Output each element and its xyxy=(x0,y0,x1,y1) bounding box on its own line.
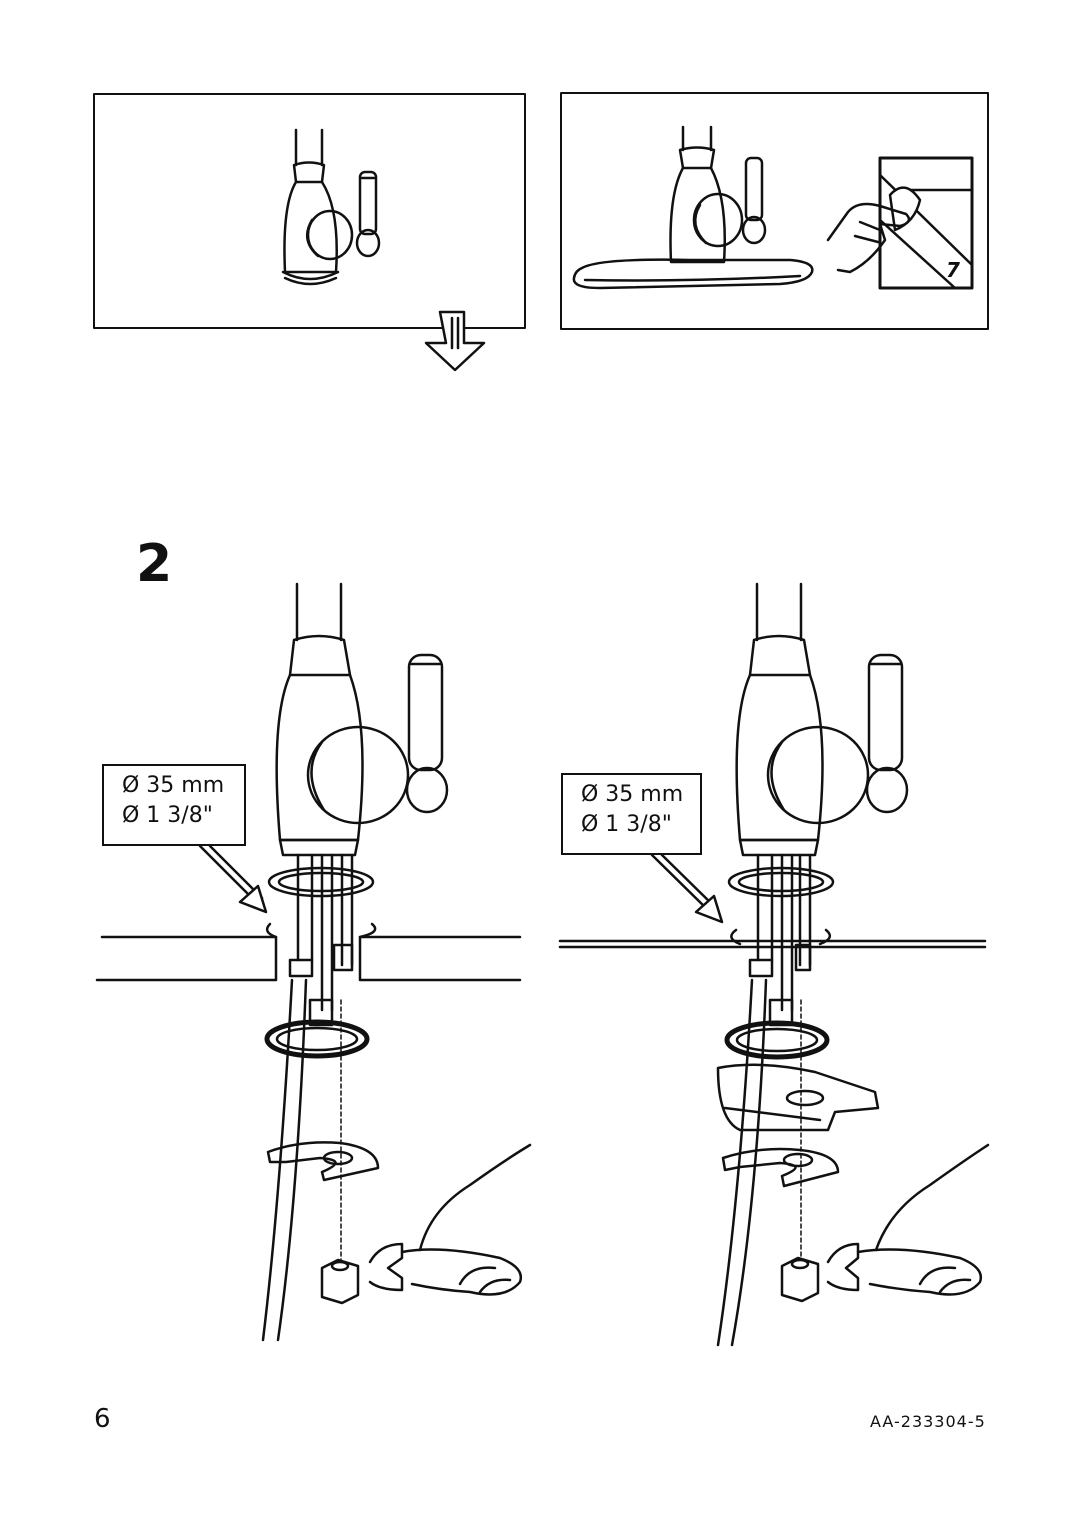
panel-top-right xyxy=(560,92,989,330)
faucet-illustration xyxy=(735,582,909,857)
wrench-hand xyxy=(368,1143,532,1296)
page-number: 6 xyxy=(94,1404,111,1434)
dimension-pointer-left xyxy=(198,844,268,914)
sticker-page-number: 7 xyxy=(946,258,960,282)
document-code: AA-233304-5 xyxy=(870,1412,986,1431)
dimension-box-right: Ø 35 mm Ø 1 3/8" xyxy=(561,773,702,855)
escutcheon-plate xyxy=(572,258,814,290)
hex-nut xyxy=(780,1256,820,1303)
dimension-mm: Ø 35 mm xyxy=(122,773,225,798)
hose xyxy=(261,978,308,1342)
washer xyxy=(264,1019,370,1059)
dimension-pointer-right xyxy=(650,853,724,924)
clamp xyxy=(716,1063,880,1188)
panel-bottom-right xyxy=(558,582,990,1347)
faucet-illustration xyxy=(275,582,449,857)
panel-top-left xyxy=(93,93,526,329)
washer xyxy=(724,1020,830,1060)
dimension-box-left: Ø 35 mm Ø 1 3/8" xyxy=(102,764,246,846)
wrench-hand xyxy=(826,1143,990,1296)
clamp xyxy=(266,1141,380,1182)
panel-bottom-left xyxy=(95,582,532,1342)
dimension-mm: Ø 35 mm xyxy=(581,782,684,807)
faucet-illustration xyxy=(281,128,381,286)
dimension-inch: Ø 1 3/8" xyxy=(122,803,213,828)
dimension-inch: Ø 1 3/8" xyxy=(581,812,672,837)
hand-peeling-sticker xyxy=(826,156,974,290)
down-arrow-icon xyxy=(424,310,486,372)
faucet-illustration xyxy=(669,125,767,264)
hose xyxy=(716,978,768,1347)
hex-nut xyxy=(320,1258,360,1305)
step-number: 2 xyxy=(136,534,173,594)
